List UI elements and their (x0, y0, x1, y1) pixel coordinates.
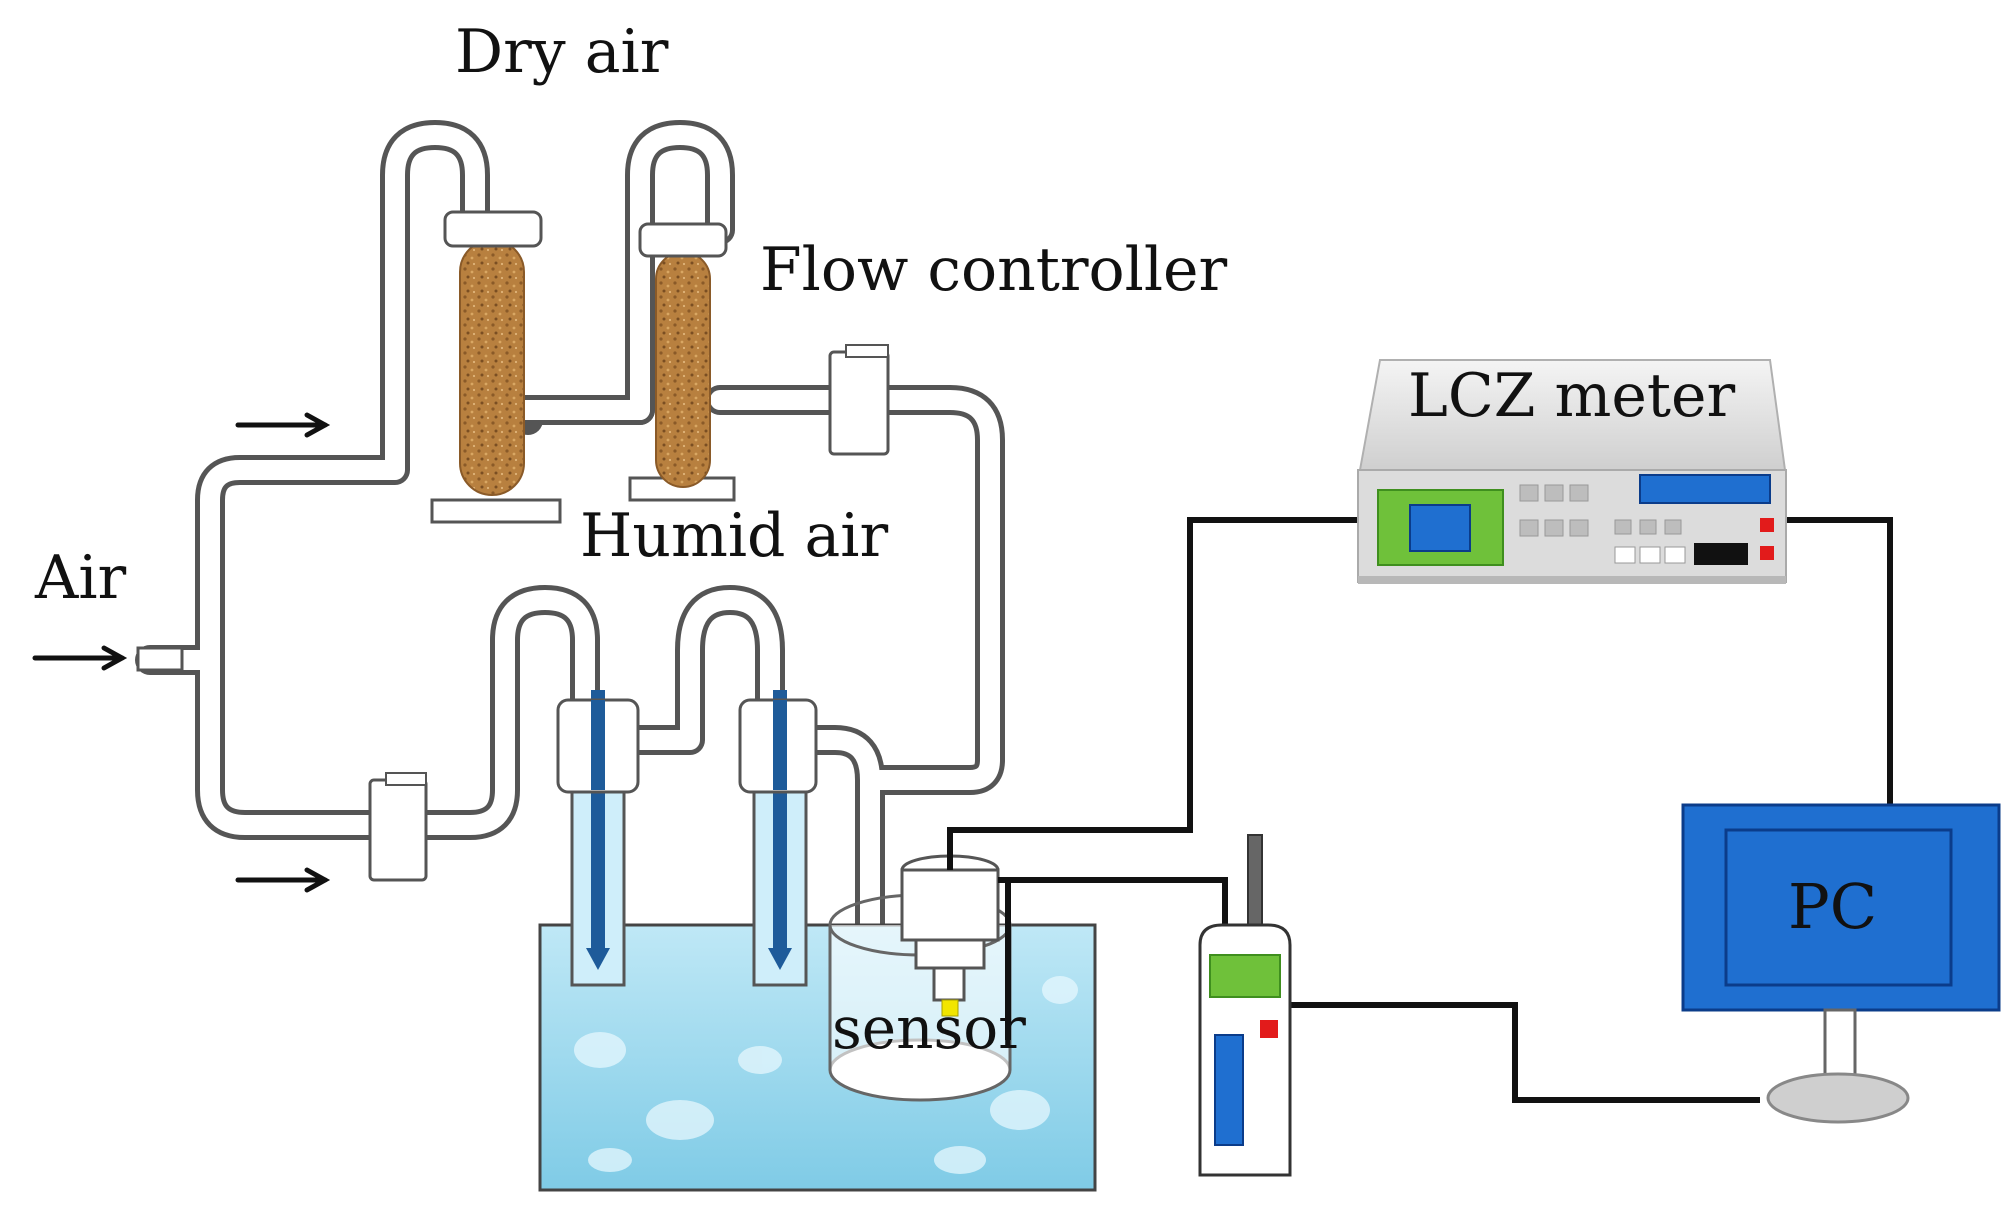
meter-keypad (1519, 484, 1682, 537)
bubbler-1 (556, 690, 640, 987)
meter-black-panel (1694, 543, 1748, 565)
right-arrow-icon (235, 412, 331, 438)
monitor-base (1766, 1072, 1910, 1124)
desiccant-column-1 (430, 210, 562, 524)
flow-controller-dry (828, 344, 890, 456)
label-pc: PC (1788, 870, 1877, 943)
logger-screen (1209, 954, 1281, 998)
flow-controller-humid (368, 772, 428, 882)
handheld-logger-icon (1198, 834, 1292, 1177)
desiccant-column-2 (628, 222, 736, 502)
logger-indicator-red (1260, 1020, 1278, 1038)
air-inlet-nozzle (136, 646, 184, 672)
meter-display-inner (1409, 504, 1471, 552)
sensor-element (941, 999, 959, 1017)
lcz-meter-icon (1357, 359, 1787, 584)
label-humid-air: Humid air (580, 501, 888, 571)
meter-indicator-red-1 (1760, 518, 1774, 532)
flow-arrows (32, 412, 331, 893)
label-lcz-meter: LCZ meter (1408, 361, 1736, 431)
meter-indicator-red-2 (1760, 546, 1774, 560)
meter-buttons-white (1614, 546, 1686, 564)
right-arrow-icon (32, 645, 128, 671)
water-bath (538, 893, 1097, 1192)
label-air: Air (34, 543, 127, 613)
logger-bar (1214, 1034, 1244, 1146)
label-flow-controller: Flow controller (760, 235, 1228, 305)
label-dry-air: Dry air (455, 17, 669, 87)
diagram-labels: Dry air Flow controller LCZ meter Humid … (34, 17, 1877, 1062)
label-sensor: sensor (832, 994, 1026, 1062)
air-tubing (135, 120, 1005, 1020)
monitor-icon (1681, 803, 2001, 1124)
right-arrow-icon (235, 867, 331, 893)
bubbler-2 (738, 690, 818, 987)
signal-cables (947, 517, 1893, 1103)
monitor-stand (1823, 1008, 1857, 1087)
water-bubbles (574, 976, 1078, 1174)
meter-readout-blue (1639, 474, 1771, 504)
logger-antenna (1247, 834, 1263, 926)
